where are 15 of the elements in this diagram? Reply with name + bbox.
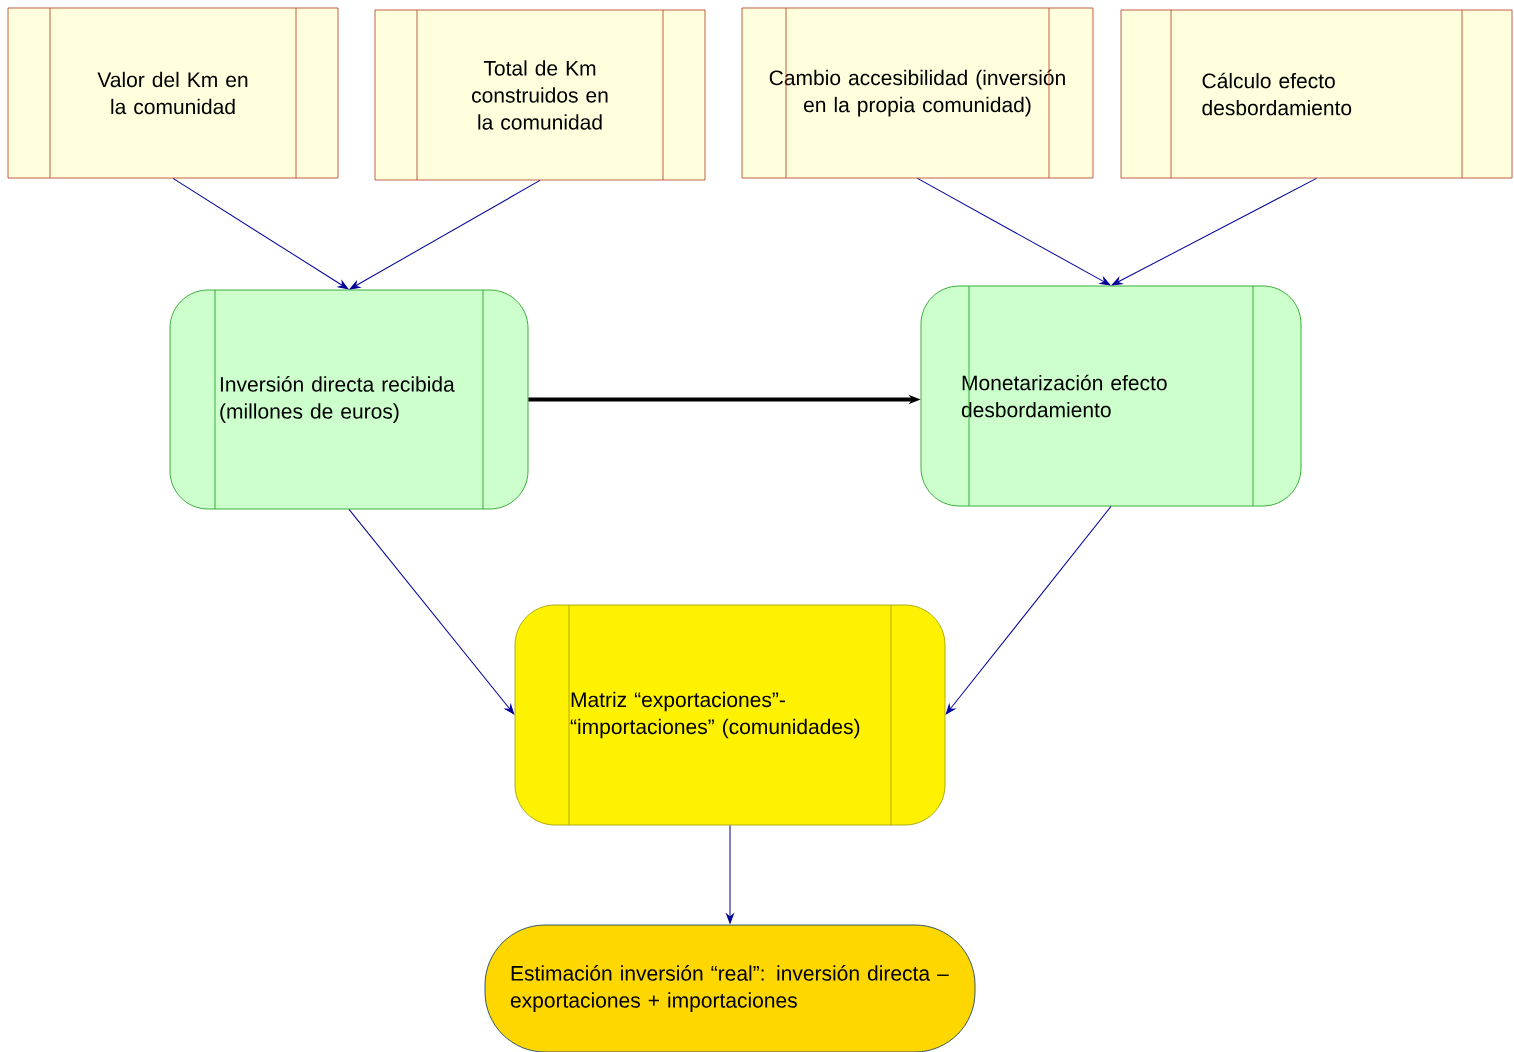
arrow [172, 177, 349, 290]
proc-box: Cálculo efecto desbordamiento [1120, 9, 1513, 179]
arrow [349, 179, 541, 290]
result-box: Estimación inversión “real”: inversión directa – exportaciones + importaciones [484, 924, 976, 1052]
process-box: Monetarización efecto desbordamiento [920, 285, 1302, 507]
arrow [917, 177, 1111, 286]
proc-box: Valor del Km en la comunidad [7, 7, 339, 179]
arrow [945, 505, 1112, 715]
proc-box: Total de Km construidos en la comunidad [374, 9, 706, 181]
process-box: Matriz “exportaciones”- “importaciones” (comunidades) [514, 604, 946, 826]
process-box: Inversión directa recibida (millones de euros) [169, 289, 529, 510]
arrow [348, 508, 515, 715]
proc-box: Cambio accesibilidad (inversión en la propia comunidad) [741, 7, 1094, 179]
arrow [1111, 177, 1317, 286]
arrow [726, 824, 734, 924]
